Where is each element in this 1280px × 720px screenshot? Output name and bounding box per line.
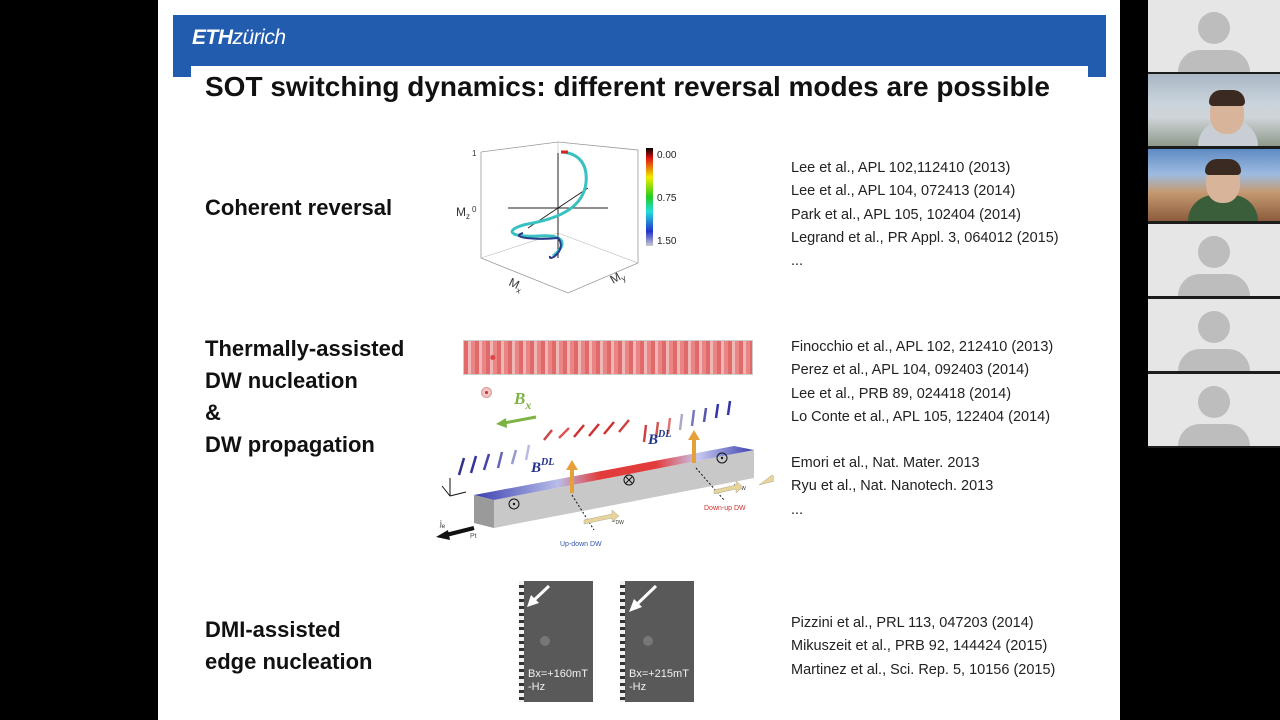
- kerr-label: Bx=+215mT-Hz: [629, 668, 689, 694]
- section-heading-thermal: Thermally-assisted DW nucleation & DW pr…: [205, 333, 404, 461]
- domain-image-stripe: [463, 340, 753, 375]
- bdl-label: BDL: [530, 457, 554, 476]
- bx-label: Bx: [513, 389, 531, 412]
- updown-dw-label: Up-down DW: [560, 541, 602, 548]
- colorbar-tick: 0.75: [657, 193, 677, 204]
- coherent-reversal-plot: 0.00 0.75 1.50 1 0 Mz Mx My: [448, 138, 708, 303]
- references-coherent: Lee et al., APL 102,112410 (2013) Lee et…: [791, 157, 1059, 273]
- participant-tile[interactable]: [1148, 0, 1280, 72]
- y-axis-label: My: [608, 267, 628, 288]
- presentation-slide: ETHzürich SOT switching dynamics: differ…: [158, 0, 1120, 720]
- participant-video[interactable]: [1148, 149, 1280, 221]
- colorbar-tick: 0.00: [657, 150, 677, 161]
- kerr-image-215mt: Bx=+215mT-Hz: [620, 581, 694, 702]
- downup-dw-label: Down-up DW: [704, 505, 746, 512]
- avatar: [1198, 12, 1230, 44]
- domain-wall-schematic: Bx BDL BDL Up-down DW Down-up DW vDW vDW…: [434, 380, 774, 550]
- section-heading-dmi: DMI-assisted edge nucleation: [205, 614, 372, 678]
- kerr-label: Bx=+160mT-Hz: [528, 668, 588, 694]
- x-axis-label: Mx: [506, 275, 525, 295]
- references-thermal: Finocchio et al., APL 102, 212410 (2013)…: [791, 336, 1053, 522]
- section-heading-coherent: Coherent reversal: [205, 192, 392, 224]
- kerr-image-160mt: Bx=+160mT-Hz: [519, 581, 593, 702]
- z-axis-label: Mz: [456, 205, 470, 221]
- z-tick: 1: [472, 149, 477, 158]
- bdl-label: BDL: [647, 429, 671, 448]
- references-dmi: Pizzini et al., PRL 113, 047203 (2014) M…: [791, 612, 1055, 682]
- avatar: [1198, 386, 1230, 418]
- je-label: je: [439, 519, 446, 530]
- participant-tile[interactable]: [1148, 299, 1280, 371]
- participant-tile[interactable]: [1148, 224, 1280, 296]
- avatar: [1198, 311, 1230, 343]
- participant-video[interactable]: [1148, 74, 1280, 146]
- slide-title: SOT switching dynamics: different revers…: [205, 71, 1050, 103]
- participant-tile[interactable]: [1148, 374, 1280, 446]
- eth-zurich-logo: ETHzürich: [192, 26, 286, 50]
- laser-pointer-dot: [481, 387, 492, 398]
- z-tick: 0: [472, 205, 477, 214]
- colorbar-tick: 1.50: [657, 236, 677, 247]
- pt-label: Pt: [470, 533, 477, 540]
- avatar: [1198, 236, 1230, 268]
